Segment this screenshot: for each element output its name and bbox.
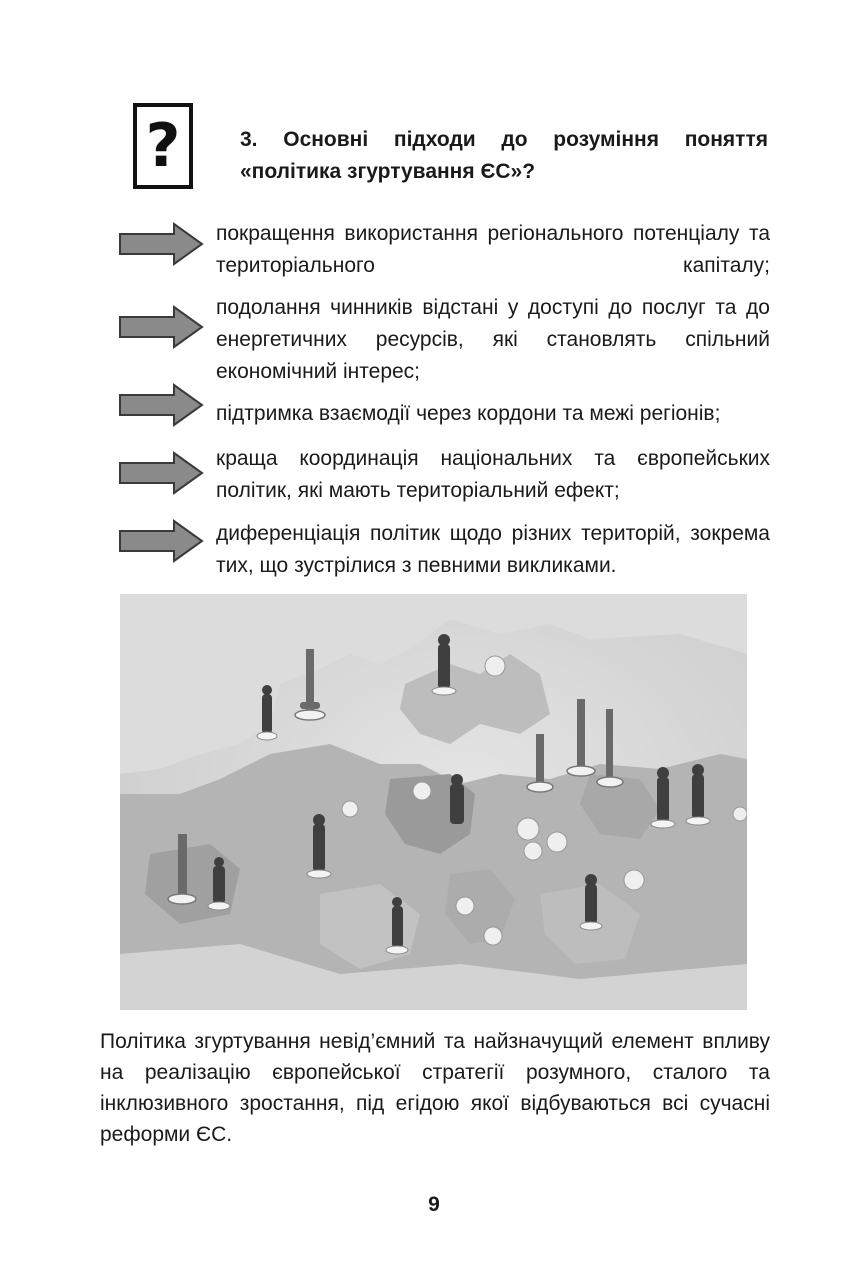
bullet-text: краща координація національних та європе… [216,447,770,502]
bullet-text: подолання чинників відстані у доступі до… [216,296,770,383]
bullet-text: підтримка взаємодії через кордони та меж… [216,402,721,425]
europe-map-figurines-photo [120,594,747,1010]
page-number: 9 [428,1193,440,1216]
question-mark-icon: ? [133,103,193,189]
section-heading: 3. Основні підходи до розуміння поняття … [240,128,768,183]
arrow-right-icon [119,451,204,495]
question-mark-glyph: ? [145,111,181,181]
arrow-right-icon [119,519,204,563]
bullet-text: диференціація політик щодо різних терито… [216,522,770,577]
arrow-right-icon [119,305,204,349]
body-paragraph: Політика згуртування невід’ємний та найз… [100,1030,770,1146]
bullet-text: покращення використання регіонального по… [216,222,770,277]
arrow-right-icon [119,222,204,266]
arrow-right-icon [119,383,204,427]
